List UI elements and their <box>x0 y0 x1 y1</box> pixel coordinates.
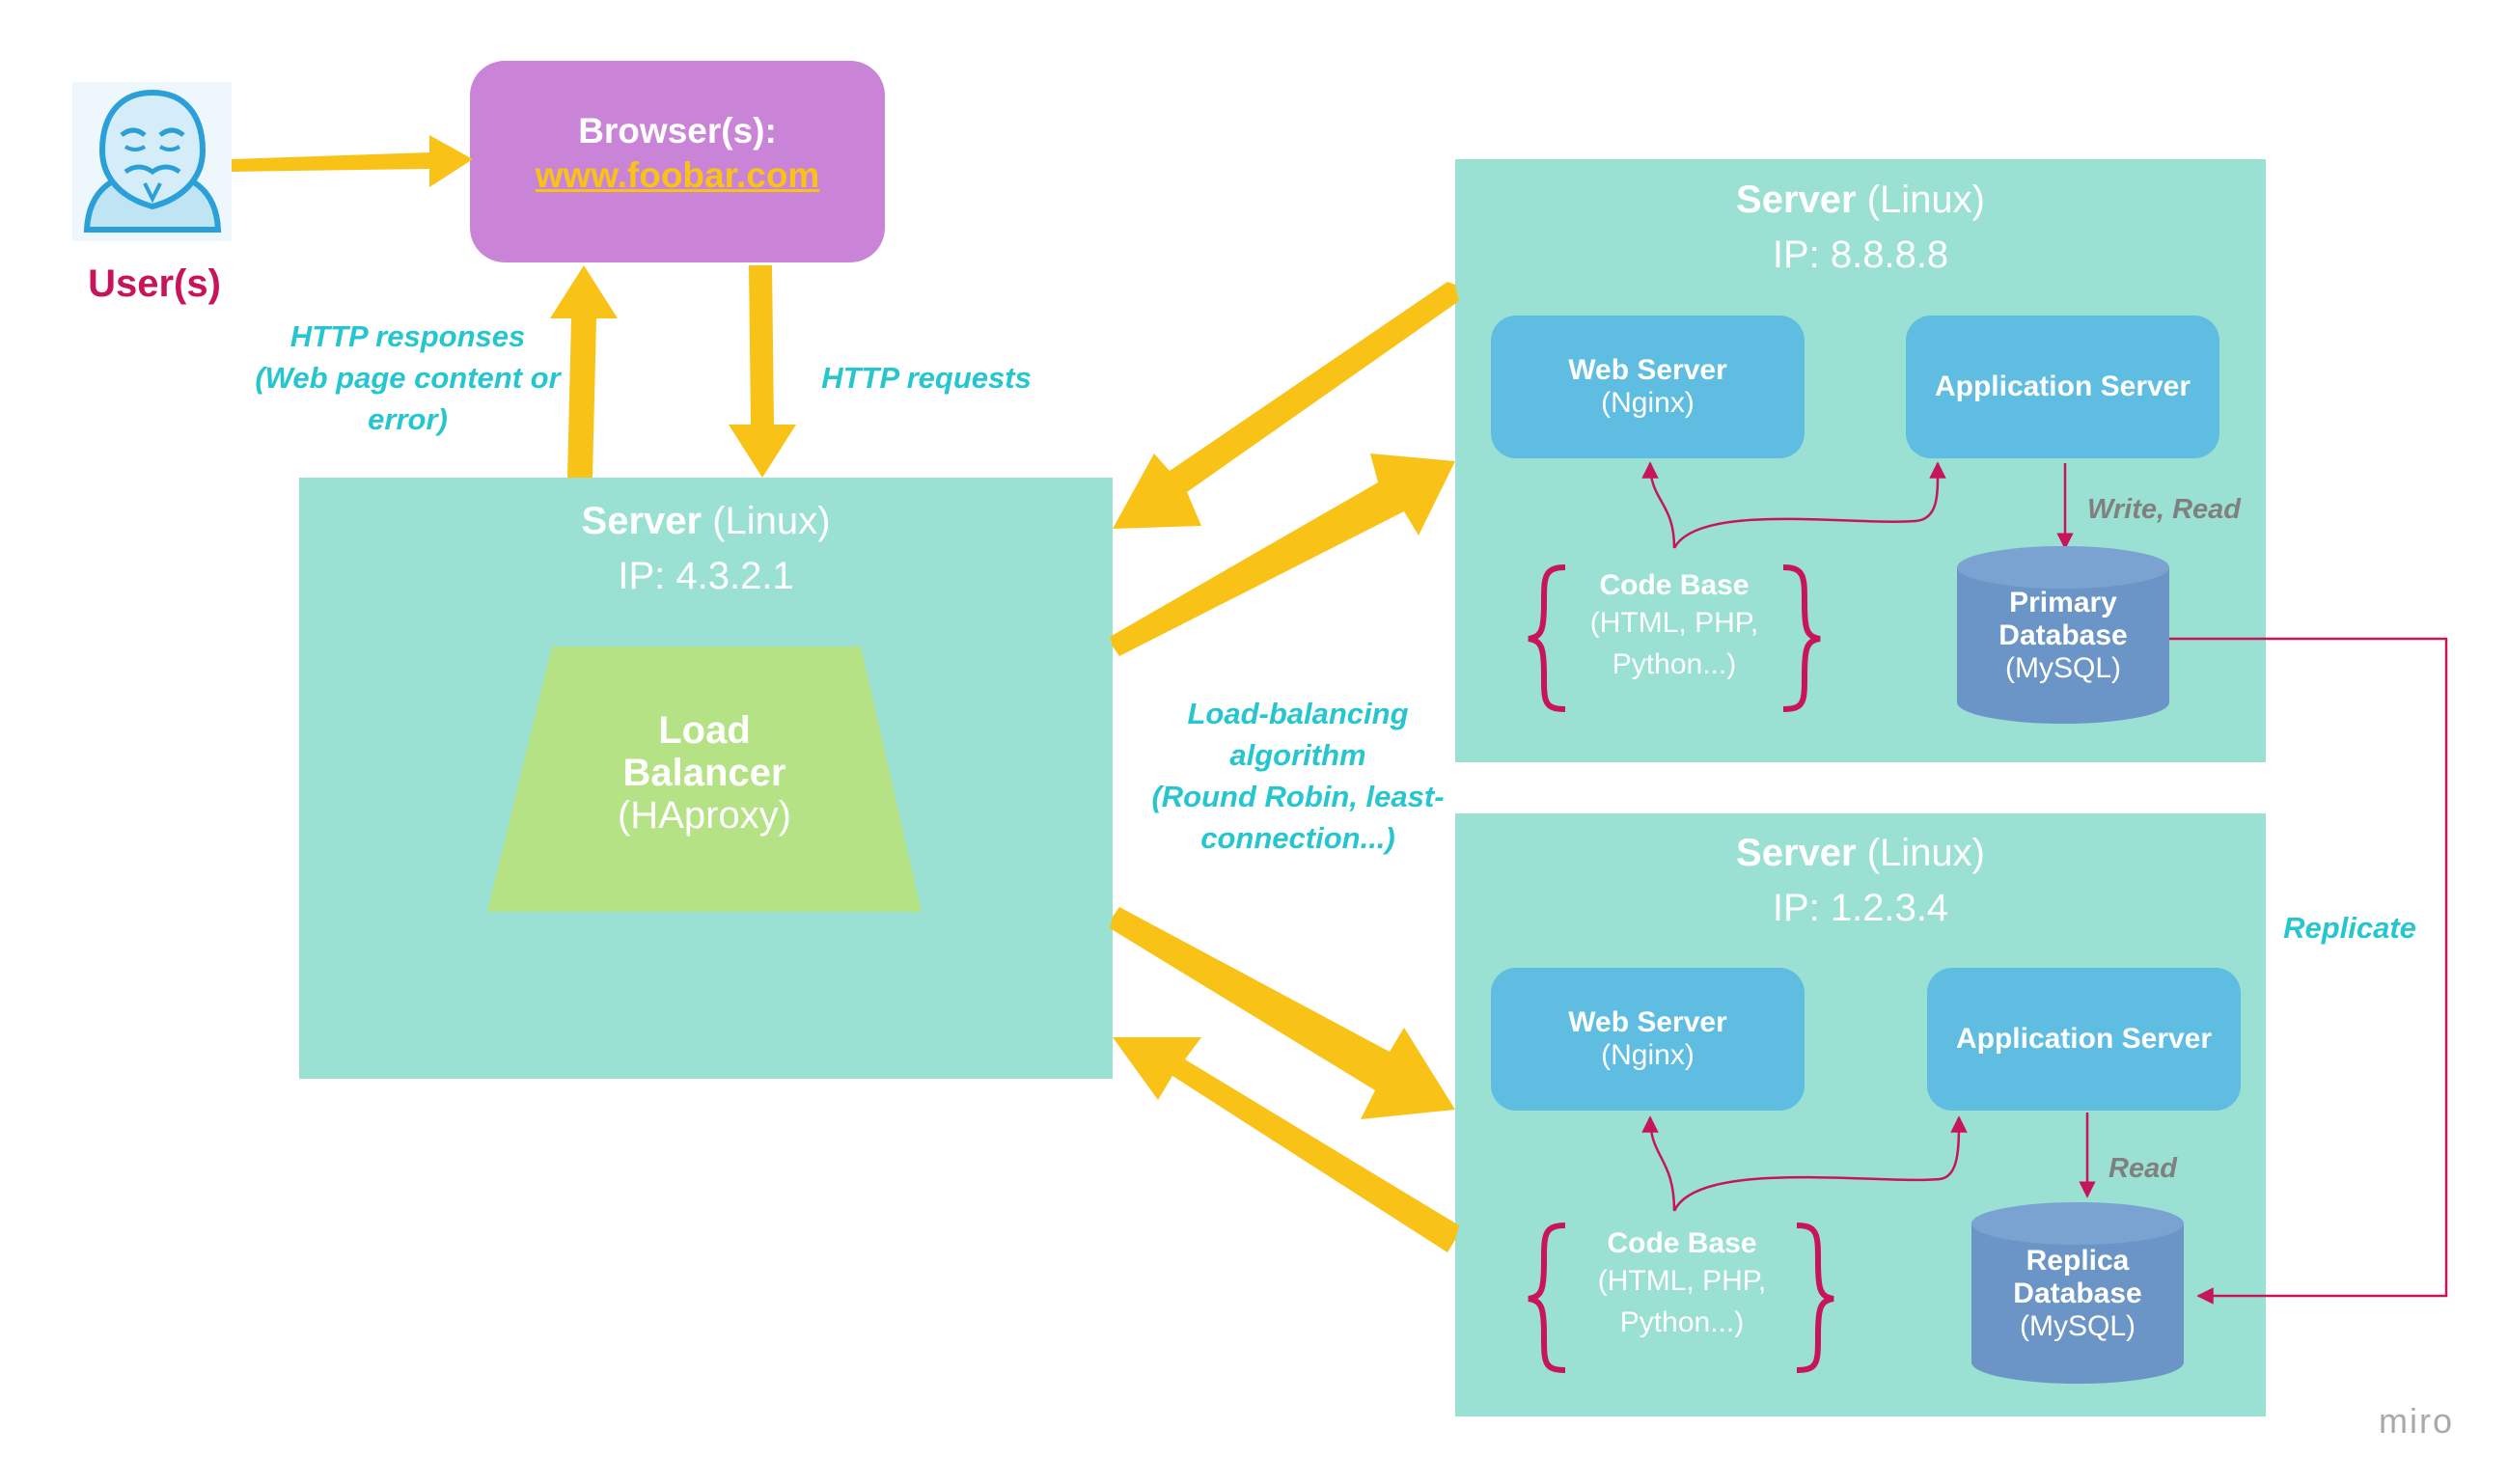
browser-content: Browser(s): www.foobar.com <box>470 111 885 196</box>
server1-title-bold: Server <box>1736 179 1857 221</box>
load-balancer-shape <box>487 646 922 912</box>
http-responses-line2: (Web page content or <box>255 361 561 395</box>
server2-connectors <box>1641 1113 2096 1212</box>
lb-server-ip: IP: 4.3.2.1 <box>618 555 794 597</box>
replication-connector <box>2169 637 2448 1305</box>
primary-database-cylinder <box>1957 546 2169 724</box>
write-read-label: Write, Read <box>2087 494 2242 525</box>
server2-web-title: Web Server <box>1568 1006 1727 1038</box>
server1-code-line1: (HTML, PHP, <box>1589 607 1759 639</box>
lb-server-header: Server (Linux) IP: 4.3.2.1 <box>299 500 1113 598</box>
read-label: Read <box>2108 1153 2177 1184</box>
server2-db-line3: (MySQL) <box>2020 1310 2136 1342</box>
lb-algo-line3: (Round Robin, least- <box>1151 780 1445 813</box>
lb-algo-line2: algorithm <box>1229 738 1366 772</box>
server2-web-server: Web Server (Nginx) <box>1491 968 1805 1111</box>
replica-database-cylinder <box>1971 1202 2184 1384</box>
server1-connectors <box>1641 461 2074 550</box>
server2-title-rest: (Linux) <box>1856 832 1985 874</box>
server1-title: Server (Linux) <box>1455 179 2266 222</box>
server2-database-label: Replica Database (MySQL) <box>1971 1245 2184 1343</box>
server1-code-braces <box>1528 564 1821 712</box>
server2-code-base: Code Base (HTML, PHP, Python...) <box>1552 1227 1812 1343</box>
lb-line2: Balancer <box>622 752 786 794</box>
replicate-label: Replicate <box>2283 911 2416 945</box>
server2-code-line2: Python...) <box>1619 1306 1745 1338</box>
lb-algorithm-label: Load-balancing algorithm (Round Robin, l… <box>1144 693 1452 859</box>
server1-title-rest: (Linux) <box>1856 179 1985 221</box>
arrow-server1-to-lb <box>1113 282 1459 529</box>
arrow-user-to-browser <box>232 135 473 187</box>
load-balancer-label: Load Balancer (HAproxy) <box>487 709 922 837</box>
server2-header: Server (Linux) IP: 1.2.3.4 <box>1455 832 2266 930</box>
server2-code-title: Code Base <box>1607 1227 1757 1259</box>
arrow-lb-to-server2 <box>1110 907 1455 1119</box>
server1-app-title: Application Server <box>1934 371 2191 402</box>
browser-url-link[interactable]: www.foobar.com <box>535 155 820 195</box>
arrow-responses-up <box>550 265 618 478</box>
server1-header: Server (Linux) IP: 8.8.8.8 <box>1455 179 2266 277</box>
server1-db-line3: (MySQL) <box>2005 652 2121 684</box>
server1-web-sub: (Nginx) <box>1601 387 1695 419</box>
server1-code-title: Code Base <box>1599 569 1750 601</box>
http-responses-label: HTTP responses (Web page content or erro… <box>246 316 569 440</box>
server2-code-line1: (HTML, PHP, <box>1597 1265 1767 1297</box>
lb-algo-line4: connection...) <box>1200 821 1395 855</box>
server2-ip: IP: 1.2.3.4 <box>1772 887 1949 929</box>
lb-line1: Load <box>658 709 751 752</box>
server1-code-line2: Python...) <box>1612 648 1737 680</box>
server1-db-line1: Primary <box>2009 587 2117 618</box>
server2-db-line1: Replica <box>2026 1245 2130 1277</box>
user-label: User(s) <box>88 262 221 305</box>
server2-web-sub: (Nginx) <box>1601 1039 1695 1071</box>
http-requests-label: HTTP requests <box>821 361 1032 395</box>
server2-title: Server (Linux) <box>1455 832 2266 875</box>
lb-server-title-bold: Server <box>581 500 703 542</box>
server2-title-bold: Server <box>1736 832 1857 874</box>
server2-app-title: Application Server <box>1955 1023 2213 1055</box>
lb-algo-line1: Load-balancing <box>1187 697 1409 730</box>
arrow-lb-to-server1 <box>1110 453 1455 656</box>
browser-box <box>470 61 885 262</box>
arrow-requests-down <box>729 265 796 478</box>
lb-server-title-rest: (Linux) <box>702 500 831 542</box>
server1-code-base: Code Base (HTML, PHP, Python...) <box>1544 569 1805 685</box>
server1-app-server: Application Server <box>1906 316 2219 458</box>
http-responses-line1: HTTP responses <box>289 319 526 353</box>
server1-database-label: Primary Database (MySQL) <box>1957 587 2169 685</box>
miro-watermark: miro <box>2379 1401 2454 1441</box>
server2-db-line2: Database <box>2013 1278 2142 1309</box>
arrow-server2-to-lb <box>1113 1037 1459 1252</box>
server2-code-braces <box>1528 1223 1834 1373</box>
server1-db-line2: Database <box>1998 619 2128 651</box>
http-responses-line3: error) <box>368 402 448 436</box>
lb-server-title: Server (Linux) <box>299 500 1113 543</box>
lb-line3: (HAproxy) <box>617 794 792 837</box>
browser-title: Browser(s): <box>578 111 777 151</box>
server1-web-server: Web Server (Nginx) <box>1491 316 1805 458</box>
user-icon <box>72 82 232 241</box>
server1-ip: IP: 8.8.8.8 <box>1772 234 1949 276</box>
traffic-arrows <box>232 135 1459 1252</box>
server1-web-title: Web Server <box>1568 354 1727 386</box>
server2-app-server: Application Server <box>1927 968 2241 1111</box>
